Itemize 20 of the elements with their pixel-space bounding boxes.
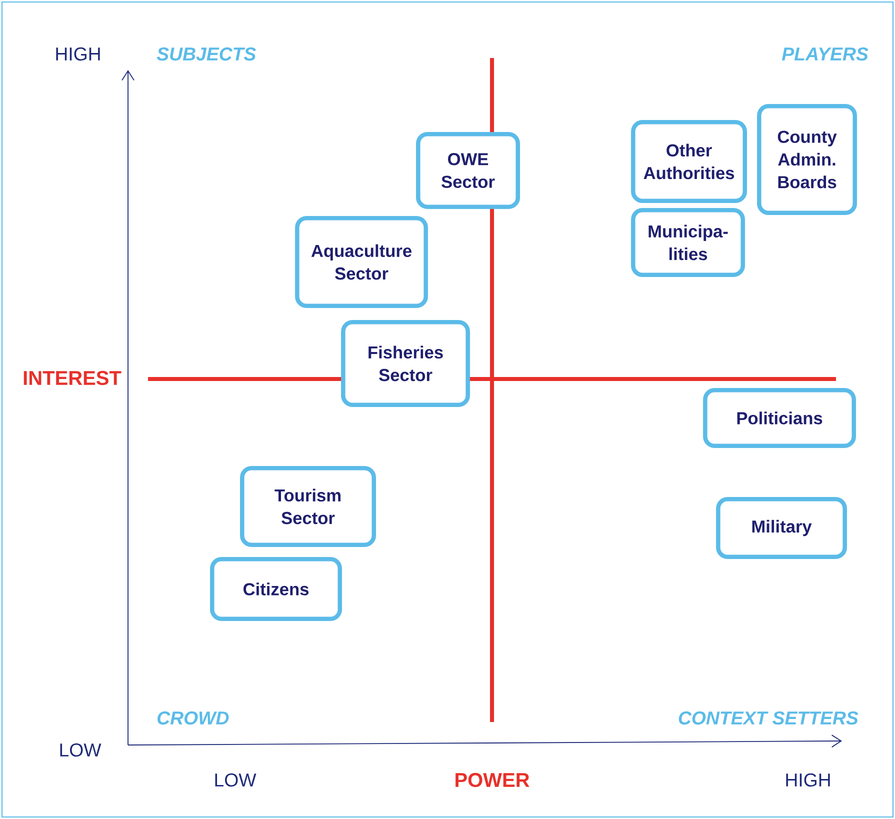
axis-level-label: LOW — [60, 743, 102, 757]
axis-title: POWER — [456, 772, 530, 788]
stakeholder-box: Military — [716, 497, 847, 560]
quadrant-label: CONTEXT SETTERS — [678, 711, 858, 725]
axis-level-label: LOW — [215, 773, 256, 787]
stakeholder-box: County Admin. Boards — [757, 104, 857, 215]
axis-level-label: HIGH — [56, 47, 100, 61]
stakeholder-box: Fisheries Sector — [341, 320, 470, 407]
quadrant-label: CROWD — [158, 711, 229, 725]
stakeholder-box: OWE Sector — [416, 132, 520, 209]
stakeholder-box: Other Authorities — [631, 120, 747, 203]
stakeholder-box: Politicians — [703, 388, 856, 448]
quadrant-label: SUBJECTS — [156, 47, 256, 61]
quadrant-label: PLAYERS — [782, 47, 868, 61]
axis-level-label: HIGH — [786, 773, 830, 787]
stakeholder-box: Aquaculture Sector — [295, 216, 428, 308]
stakeholder-box: Citizens — [210, 557, 342, 621]
stakeholder-box: Tourism Sector — [240, 466, 376, 547]
stakeholder-box: Municipa- lities — [631, 208, 745, 277]
axis-title: INTEREST — [24, 370, 122, 386]
